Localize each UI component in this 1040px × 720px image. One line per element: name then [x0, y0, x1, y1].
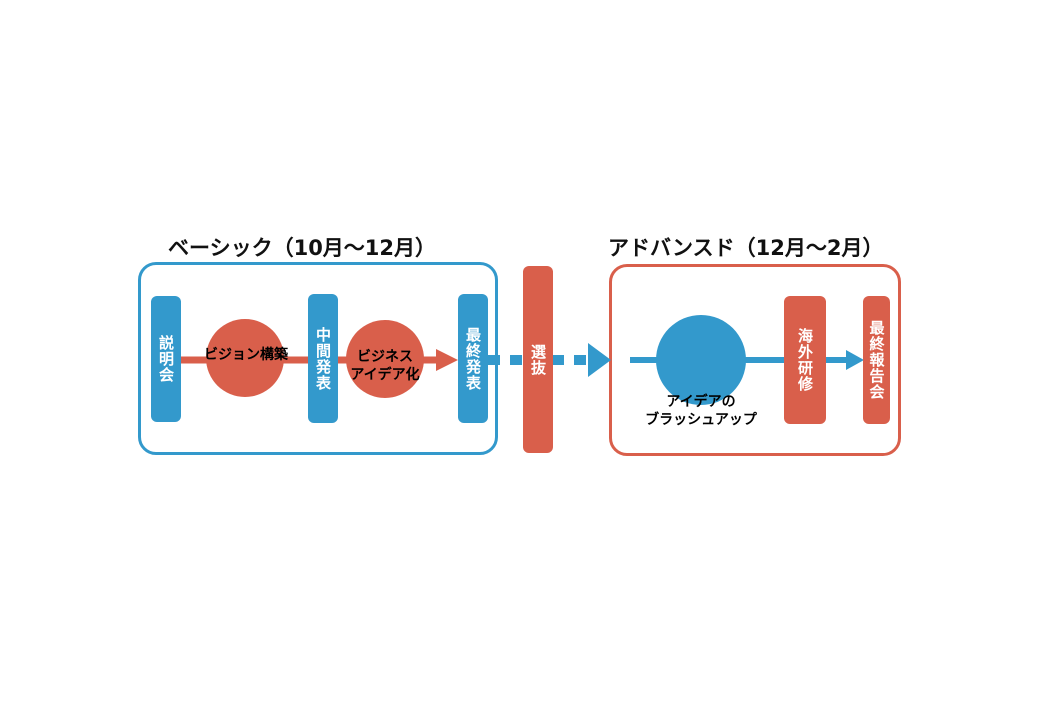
midterm-box: 中間発表 [308, 294, 338, 423]
brushup-label: アイデアの ブラッシュアップ [645, 394, 757, 428]
business-idea-label: ビジネス アイデア化 [350, 349, 420, 383]
final-presentation-label: 最終発表 [464, 326, 482, 391]
briefing-box: 説明会 [151, 296, 181, 422]
dashed-connector-arrowhead [588, 343, 611, 377]
brushup-circle [656, 315, 746, 405]
advanced-flow-arrowhead [846, 350, 864, 370]
selection-box: 選抜 [523, 266, 553, 453]
basic-flow-arrowhead [436, 349, 458, 371]
final-report-label: 最終報告会 [867, 320, 886, 400]
vision-circle [206, 319, 284, 397]
final-presentation-box: 最終発表 [458, 294, 488, 423]
selection-label: 選抜 [529, 343, 547, 376]
basic-title: ベーシック（10月〜12月） [168, 236, 437, 260]
vision-label: ビジョン構築 [204, 347, 288, 363]
advanced-title: アドバンスド（12月〜2月） [608, 236, 884, 260]
overseas-label: 海外研修 [796, 328, 814, 392]
overseas-box: 海外研修 [784, 296, 826, 424]
midterm-label: 中間発表 [314, 326, 332, 391]
final-report-box: 最終報告会 [863, 296, 890, 424]
briefing-label: 説明会 [157, 335, 175, 383]
business-idea-circle [346, 320, 424, 398]
